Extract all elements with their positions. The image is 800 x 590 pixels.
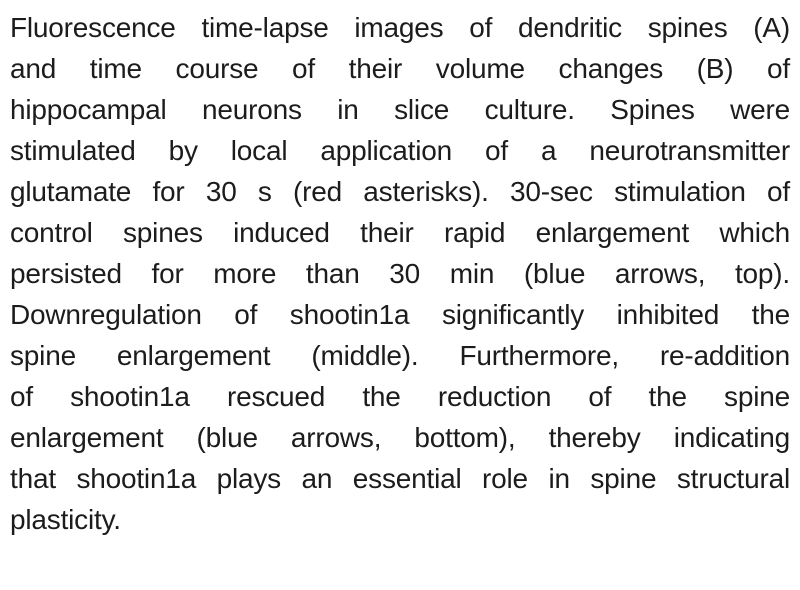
caption-line: enlargement (blue arrows, bottom), there… <box>10 422 790 453</box>
caption-line: Downregulation of shootin1a significantl… <box>10 299 790 330</box>
caption-line: stimulated by local application of a neu… <box>10 135 790 166</box>
caption-line: persisted for more than 30 min (blue arr… <box>10 258 790 289</box>
caption-line: hippocampal neurons in slice culture. Sp… <box>10 94 790 125</box>
caption-line: plasticity. <box>10 504 121 535</box>
caption-line: that shootin1a plays an essential role i… <box>10 463 790 494</box>
caption-line: of shootin1a rescued the reduction of th… <box>10 381 790 412</box>
figure-caption: Fluorescence time-lapse images of dendri… <box>10 12 790 535</box>
caption-line: control spines induced their rapid enlar… <box>10 217 790 248</box>
caption-line: glutamate for 30 s (red asterisks). 30-s… <box>10 176 790 207</box>
caption-line: and time course of their volume changes … <box>10 53 790 84</box>
caption-line: Fluorescence time-lapse images of dendri… <box>10 12 790 43</box>
caption-line: spine enlargement (middle). Furthermore,… <box>10 340 790 371</box>
